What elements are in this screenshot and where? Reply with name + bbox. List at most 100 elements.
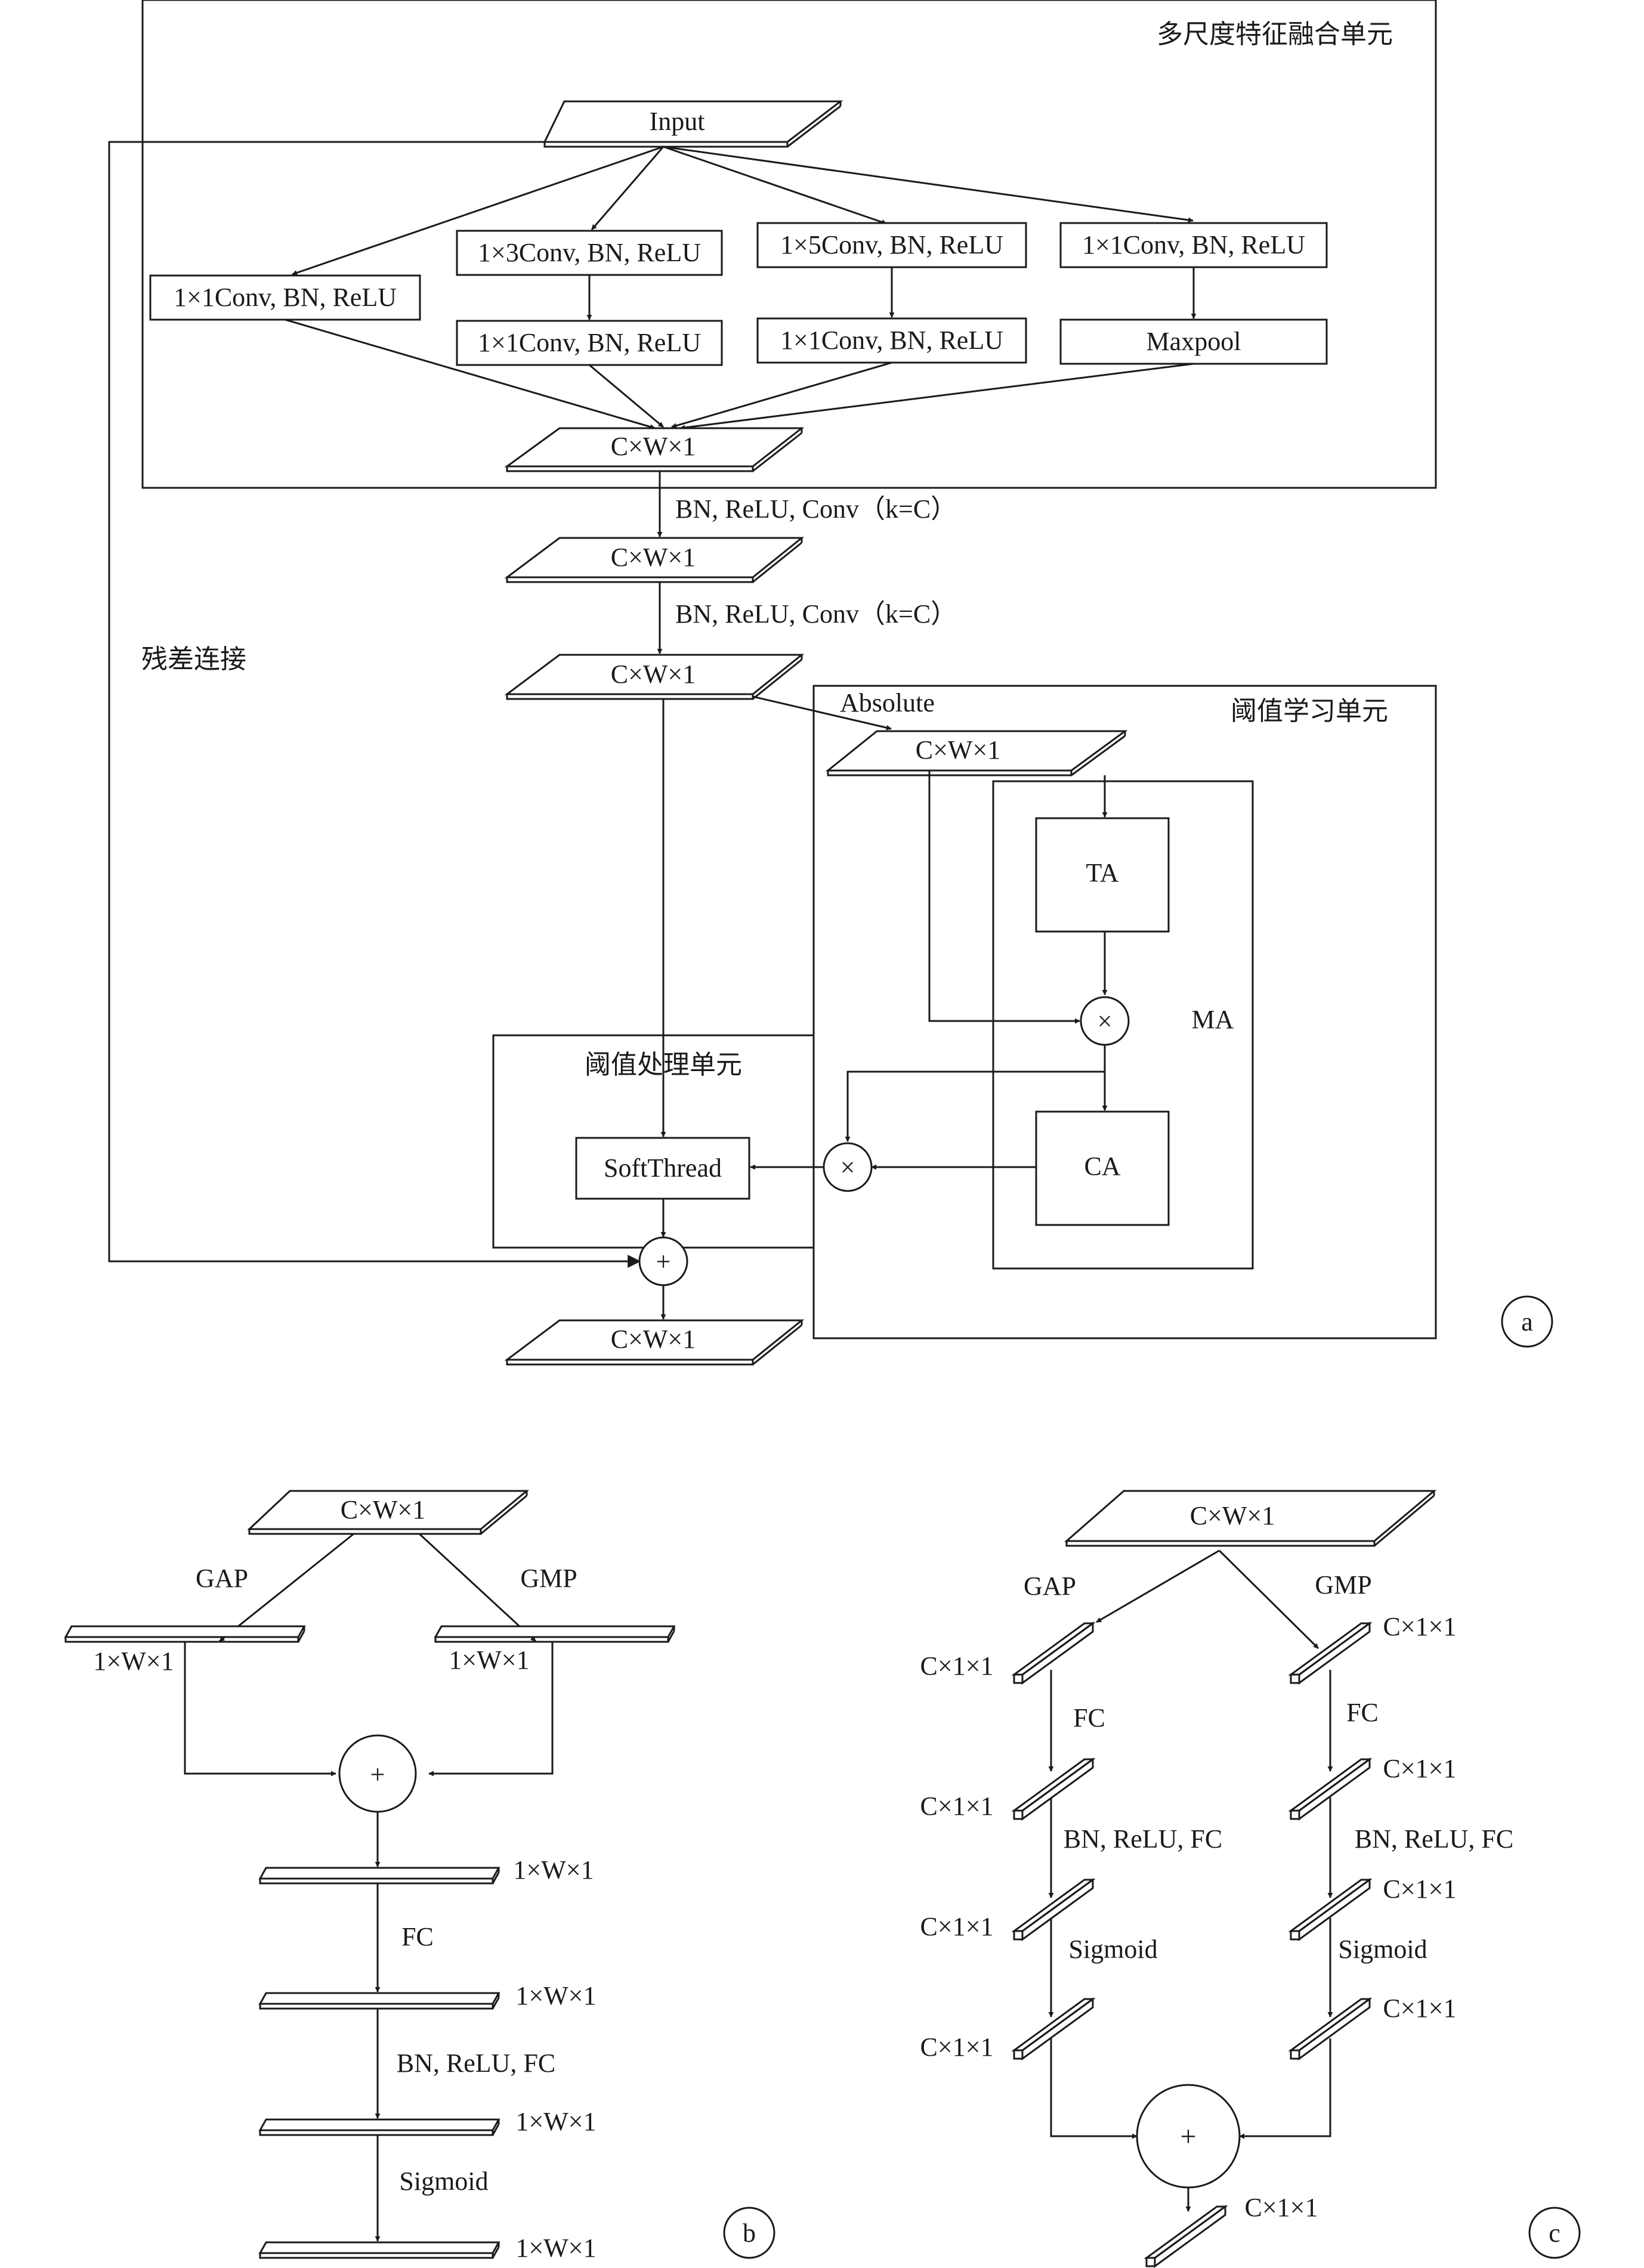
b-f2-slab-edge [259,2003,494,2010]
tpu-multiply-symbol: × [840,1153,855,1182]
b-f4-slab [258,2241,500,2254]
arrow-branch2-merge [589,364,664,428]
b-input-label: C×W×1 [341,1495,426,1524]
b-bn-label: BN, ReLU, FC [397,2049,555,2078]
output-feature-label: C×W×1 [611,1325,696,1354]
c-arrow-gap [1096,1549,1220,1623]
b-f3-slab [258,2118,500,2131]
ma-frame [992,780,1254,1270]
multiscale-fusion-frame [141,0,1437,489]
tlu-feature-label: C×W×1 [916,735,1001,765]
b-arrow-right-to-add [428,1642,554,1777]
c-output-bar [1144,2205,1228,2268]
feature2-edge-s [752,542,802,583]
c-fc-left-label: FC [1073,1703,1105,1732]
branch4-pool-box [1059,318,1328,365]
c-arrow-right-to-add [1239,2038,1331,2139]
threshold-learning-frame [812,685,1437,1339]
c-input-label: C×W×1 [1190,1501,1275,1530]
c-r1-label: C×1×1 [1383,1612,1457,1641]
softthread-box [575,1137,750,1200]
c-right-bar-2 [1288,1758,1373,1821]
c-l4-label: C×1×1 [920,2032,994,2062]
c-left-bar-2 [1011,1758,1096,1821]
ta-label: TA [1086,858,1118,887]
b-gap-label: GAP [196,1564,248,1593]
arrow-input-branch4 [663,146,1194,223]
c-add-symbol: + [1180,2121,1196,2152]
panel-c-label: c [1549,2219,1560,2248]
c-l2-label: C×1×1 [920,1791,994,1821]
arrow-mul-to-mul2 [845,1070,1105,1142]
op2-label: BN, ReLU, Conv（k=C） [675,599,957,629]
b-f3-slab-edge [259,2129,494,2136]
c-right-bar-1 [1288,1622,1373,1685]
arrow-input-branch2 [591,146,665,230]
panel-b-label: b [743,2219,756,2248]
branch3-conv1-box [756,222,1027,268]
ta-box [1035,817,1170,933]
branch1-conv-label: 1×1Conv, BN, ReLU [174,283,397,312]
residual-connection-label: 残差连接 [141,644,246,674]
c-bn-left-label: BN, ReLU, FC [1064,1824,1222,1854]
b-f1-label: 1×W×1 [513,1855,594,1885]
panel-b-badge [723,2207,775,2259]
c-left-bar-3 [1011,1878,1096,1941]
b-input-edge [248,1528,482,1535]
feature3-edge [506,693,754,700]
c-left-bar-4 [1011,1997,1096,2060]
b-left-slab [64,1625,306,1638]
c-right-bar-3 [1288,1878,1373,1941]
c-l3-label: C×1×1 [920,1912,994,1941]
branch3-conv2-box [756,317,1027,364]
ca-label: CA [1084,1152,1120,1181]
b-f4-slab-edge [259,2252,494,2259]
branch3-conv1-label: 1×5Conv, BN, ReLU [780,230,1003,259]
absolute-label: Absolute [840,688,935,717]
c-left-bar-1 [1011,1622,1096,1685]
tlu-feature-edge-s [1071,735,1126,776]
arrow-input-branch1 [292,146,664,276]
b-f2-label: 1×W×1 [515,1981,596,2010]
c-input-edge [1065,1540,1376,1547]
b-sigmoid-label: Sigmoid [399,2167,488,2196]
panel-a-badge [1501,1295,1553,1348]
input-block-edge [543,141,789,148]
branch2-conv1-label: 1×3Conv, BN, ReLU [478,238,701,267]
b-f2-slab-s [492,1997,500,2009]
c-arrow-gmp [1218,1549,1319,1650]
branch2-conv2-box [456,320,723,366]
c-r4-label: C×1×1 [1383,1994,1457,2023]
c-r3-label: C×1×1 [1383,1874,1457,1904]
b-right-feat-label: 1×W×1 [449,1645,529,1675]
c-input-edge-s [1374,1495,1435,1547]
c-sig-right-label: Sigmoid [1338,1935,1427,1964]
c-sig-left-label: Sigmoid [1068,1935,1157,1964]
b-f1-slab [258,1867,500,1880]
c-gmp-label: GMP [1315,1570,1371,1599]
branch3-conv2-label: 1×1Conv, BN, ReLU [780,326,1003,355]
panel-b: C×W×1 GAP GMP 1×W×1 1×W×1 + 1×W×1 FC [64,1490,775,2263]
b-add-symbol: + [370,1760,385,1789]
arrow-branch4-merge [679,363,1194,431]
output-feature-edge [506,1359,754,1366]
b-gmp-label: GMP [520,1564,577,1593]
c-r2-label: C×1×1 [1383,1754,1457,1783]
c-right-bar-4 [1288,1997,1373,2060]
feature3-edge-s [752,658,802,700]
b-f3-slab-s [492,2124,500,2136]
feature2-label: C×W×1 [611,543,696,572]
output-feature-edge-s [752,1324,802,1366]
b-f1-slab-s [492,1872,500,1884]
b-right-slab-s [667,1630,675,1642]
tlu-feature-edge [827,769,1073,776]
branch2-conv2-label: 1×1Conv, BN, ReLU [478,328,701,357]
b-f4-label: 1×W×1 [515,2233,596,2263]
b-left-feat-label: 1×W×1 [93,1647,174,1676]
c-bn-right-label: BN, ReLU, FC [1355,1824,1513,1854]
merge-feature-edge [506,465,754,472]
threshold-learning-title: 阈值学习单元 [1231,696,1388,726]
branch4-conv-label: 1×1Conv, BN, ReLU [1082,230,1305,259]
